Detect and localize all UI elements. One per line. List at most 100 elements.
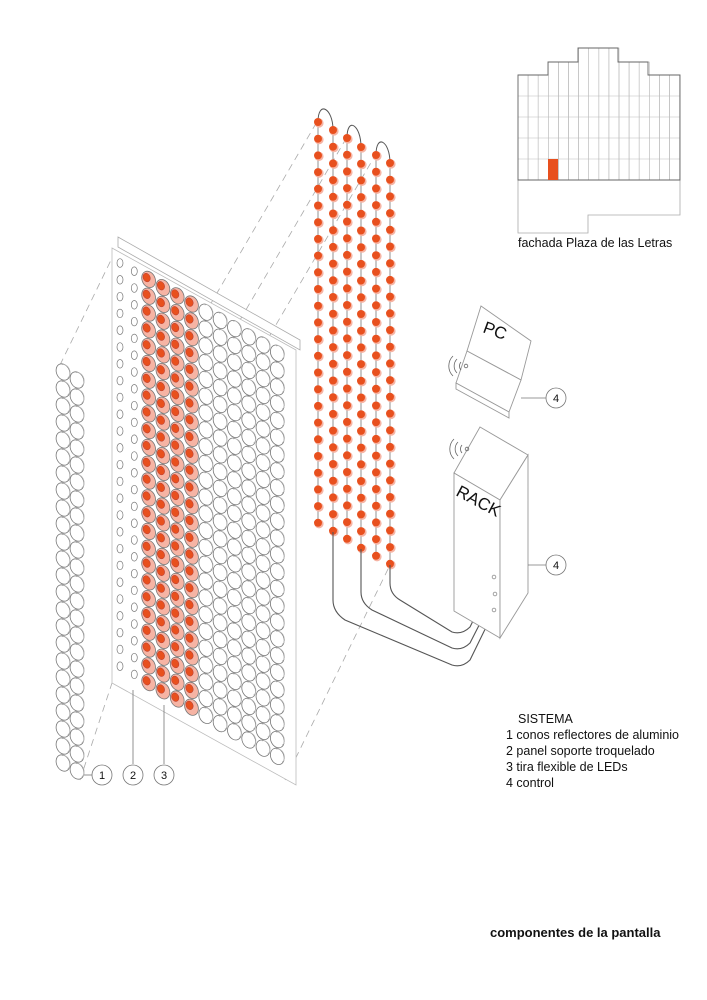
led-dot xyxy=(357,493,365,502)
pc-laptop[interactable] xyxy=(455,305,532,419)
reflector-cone xyxy=(270,546,285,564)
reflector-cone xyxy=(55,380,71,398)
led-dot xyxy=(372,184,380,193)
led-dot xyxy=(357,326,365,335)
reflector-cone xyxy=(55,754,71,772)
reflector-cone xyxy=(255,722,271,740)
led-dot xyxy=(314,351,322,360)
led-cone xyxy=(184,530,199,548)
led-dot xyxy=(372,384,380,393)
reflector-cone xyxy=(255,420,271,438)
led-dot xyxy=(314,251,322,260)
reflector-cone xyxy=(255,554,271,572)
led-dot xyxy=(357,143,365,151)
rack-cabinet[interactable] xyxy=(453,426,529,640)
facade-outline xyxy=(517,47,681,181)
reflector-cone xyxy=(227,370,242,388)
led-cone xyxy=(155,329,171,347)
led-dot xyxy=(343,401,351,410)
cables xyxy=(332,532,496,667)
reflector-cone xyxy=(270,529,285,547)
led-dot xyxy=(386,476,394,485)
led-cone xyxy=(141,354,156,372)
led-cone xyxy=(169,522,185,540)
facade-cell-column xyxy=(598,47,610,181)
reflector-cone xyxy=(227,320,242,338)
led-cone xyxy=(141,623,156,641)
led-dot xyxy=(314,168,322,177)
facade-cell-column xyxy=(537,74,549,181)
facade-cell-column xyxy=(638,61,650,181)
led-cone xyxy=(141,522,156,540)
legend-item: 3 tira flexible de LEDs xyxy=(506,760,628,774)
led-dot xyxy=(314,418,322,427)
led-cone xyxy=(155,363,171,381)
reflector-cone xyxy=(270,747,285,765)
reflector-cone xyxy=(198,572,214,590)
panel-hole xyxy=(130,333,138,344)
led-cone xyxy=(184,665,199,683)
reflector-cone xyxy=(198,589,214,607)
led-dot xyxy=(343,267,351,276)
led-dot xyxy=(386,225,394,234)
reflector-cone xyxy=(212,463,228,481)
led-dot xyxy=(372,301,380,310)
led-strips xyxy=(314,108,396,570)
reflector-cone xyxy=(255,588,271,606)
reflector-cone xyxy=(241,630,257,648)
led-dot xyxy=(343,434,351,443)
reflector-cone xyxy=(241,613,257,631)
reflector-cone xyxy=(227,387,242,405)
led-cone xyxy=(184,413,199,431)
reflector-cone xyxy=(270,596,285,614)
led-cone xyxy=(141,321,156,339)
led-dot xyxy=(357,460,365,469)
panel-hole xyxy=(130,300,138,310)
led-dot xyxy=(357,443,365,452)
reflector-cone xyxy=(255,370,271,388)
reflector-cone xyxy=(255,689,271,707)
panel-hole xyxy=(116,308,124,319)
reflector-cone xyxy=(212,311,228,329)
led-dot xyxy=(314,502,322,511)
led-dot xyxy=(343,417,351,426)
reflector-cone xyxy=(212,547,228,565)
led-cone xyxy=(169,421,185,439)
reflector-cone xyxy=(55,584,71,602)
reflector-cone xyxy=(212,328,228,346)
reflector-cone xyxy=(69,745,85,763)
reflector-cone xyxy=(212,681,228,699)
led-dot xyxy=(372,351,380,360)
reflector-cone xyxy=(55,567,71,585)
panel-hole xyxy=(130,283,138,293)
led-dot xyxy=(343,468,351,476)
led-cone xyxy=(184,648,199,666)
panel-hole xyxy=(116,342,124,352)
reflector-cone xyxy=(69,609,85,627)
led-dot xyxy=(314,285,322,293)
reflector-cone xyxy=(55,669,71,687)
led-cone xyxy=(155,648,171,666)
reflector-cone xyxy=(270,445,285,463)
reflector-cone xyxy=(198,673,214,691)
panel-hole xyxy=(130,266,138,276)
reflector-cone xyxy=(198,622,214,640)
reflector-cone xyxy=(241,714,257,732)
led-cone xyxy=(184,597,199,615)
panel-hole xyxy=(116,426,124,436)
led-dot xyxy=(357,410,365,419)
led-dot xyxy=(314,301,322,310)
facade-cell-column xyxy=(588,47,600,181)
reflector-cone xyxy=(270,663,285,681)
led-dot xyxy=(329,409,337,418)
led-cone xyxy=(141,455,156,473)
led-cone xyxy=(141,388,156,406)
led-cone xyxy=(184,429,199,447)
reflector-cone xyxy=(270,411,285,429)
reflector-cone xyxy=(227,336,242,354)
reflector-cone xyxy=(198,471,214,489)
led-cone xyxy=(141,489,156,507)
reflector-cone xyxy=(270,428,285,446)
led-cone xyxy=(169,623,185,641)
led-cone xyxy=(155,295,171,313)
